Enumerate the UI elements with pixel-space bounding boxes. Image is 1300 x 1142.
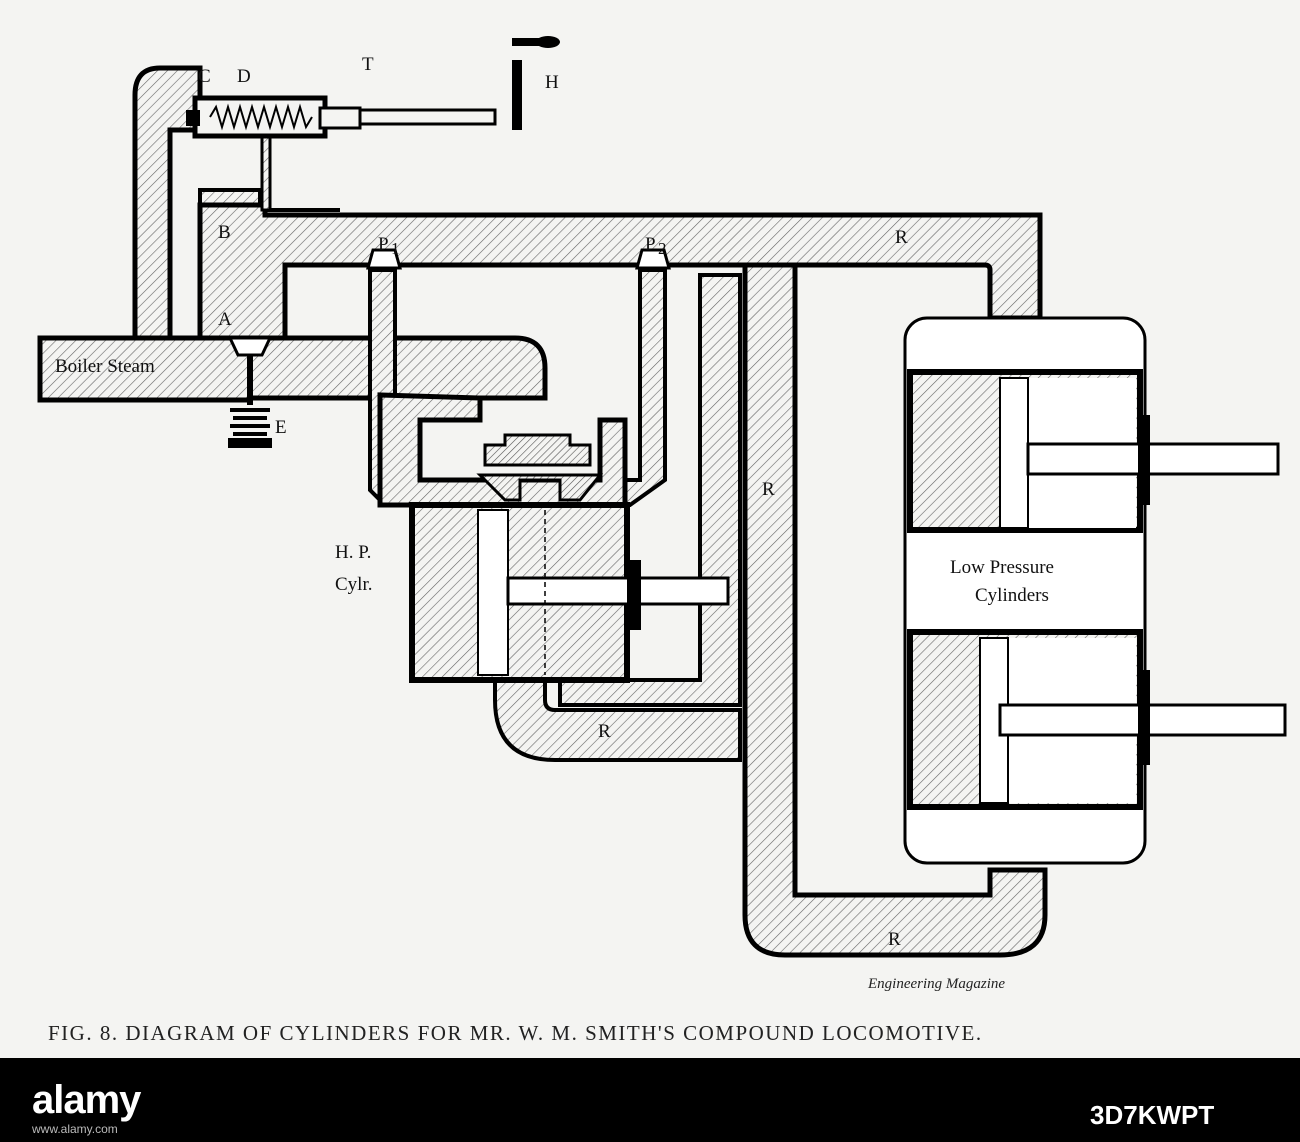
watermark-logo: alamy [32, 1078, 141, 1122]
left-riser [132, 65, 203, 341]
label-b: B [218, 222, 231, 243]
r-pipe-right [742, 262, 1048, 958]
label-a: A [218, 309, 232, 330]
label-credit: Engineering Magazine [867, 976, 1005, 992]
label-e: E [275, 417, 287, 438]
label-hp-line2: Cylr. [335, 574, 372, 595]
watermark-url: www.alamy.com [32, 1122, 118, 1136]
figure-caption: FIG. 8. DIAGRAM OF CYLINDERS FOR MR. W. … [48, 1021, 983, 1045]
label-lp-line2: Cylinders [975, 585, 1049, 606]
diagram-labels: C D T H B A E P 1 P 2 R R R R Boiler Ste… [55, 54, 1054, 992]
label-p2-sub: 2 [658, 239, 667, 258]
label-p1-sub: 1 [391, 239, 400, 258]
hp-cylinder [409, 502, 730, 683]
handle-h [512, 36, 560, 130]
label-r-3: R [598, 721, 611, 742]
watermark-code: 3D7KWPT [1090, 1100, 1215, 1130]
valve-ports [476, 473, 604, 502]
watermark-bar [0, 1058, 1300, 1142]
label-p1: P [378, 234, 389, 255]
label-lp-line1: Low Pressure [950, 557, 1054, 578]
r-exhaust-lower [493, 678, 742, 762]
slide-valve [483, 433, 592, 467]
spring-chamber [186, 95, 497, 139]
coil-spring [209, 103, 313, 131]
label-p2: P [645, 234, 656, 255]
p-valves [366, 248, 671, 270]
lp-cylinders [903, 316, 1287, 865]
label-r-2: R [762, 479, 775, 500]
valve-a [227, 336, 273, 448]
steam-passages [37, 65, 1048, 958]
label-boiler-steam: Boiler Steam [55, 356, 155, 377]
label-r-4: R [888, 929, 901, 950]
label-t: T [362, 54, 374, 75]
label-r-1: R [895, 227, 908, 248]
spring-e [230, 408, 270, 436]
label-d: D [237, 66, 251, 87]
label-h: H [545, 72, 559, 93]
label-hp-line1: H. P. [335, 542, 371, 563]
label-c: C [198, 66, 211, 87]
